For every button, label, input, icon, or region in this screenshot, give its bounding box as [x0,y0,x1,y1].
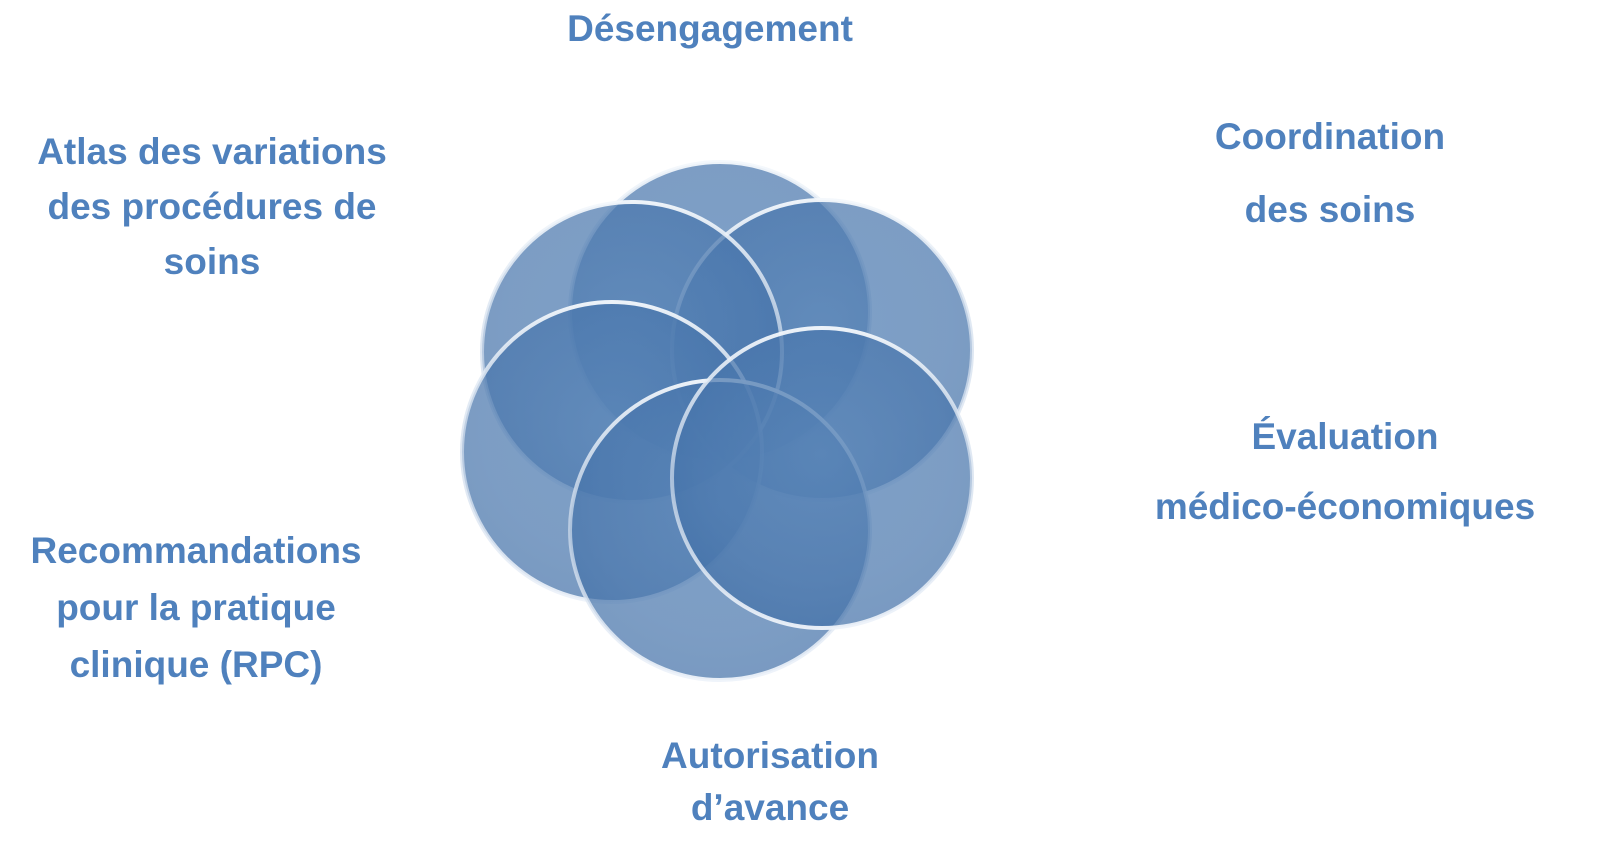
label-atlas-variations: Atlas des variations des procédures de s… [0,124,424,289]
label-atlas-line-1: Atlas des variations [37,131,387,172]
label-recommandations-line-3: clinique (RPC) [69,644,323,685]
label-recommandations-line-2: pour la pratique [56,587,336,628]
label-coordination-line-2: des soins [1244,189,1416,230]
label-recommandations-line-1: Recommandations [30,530,362,571]
label-atlas-line-2: des procédures de [47,186,377,227]
label-desengagement: Désengagement [500,4,920,54]
label-recommandations-rpc: Recommandations pour la pratique cliniqu… [0,522,392,693]
label-evaluation-medico-economiques: Évaluation médico-économiques [1110,402,1580,542]
label-coordination-soins: Coordination des soins [1130,100,1530,246]
label-autorisation-avance: Autorisation d’avance [560,730,980,834]
label-coordination-line-1: Coordination [1214,116,1446,157]
label-evaluation-line-1: Évaluation [1251,416,1439,457]
label-atlas-line-3: soins [163,241,261,282]
circles-group [460,160,974,682]
label-autorisation-line-2: d’avance [690,787,850,828]
label-evaluation-line-2: médico-économiques [1154,486,1536,527]
label-desengagement-text: Désengagement [567,8,853,49]
diagram-circle-6 [670,326,974,630]
label-autorisation-line-1: Autorisation [661,735,879,776]
